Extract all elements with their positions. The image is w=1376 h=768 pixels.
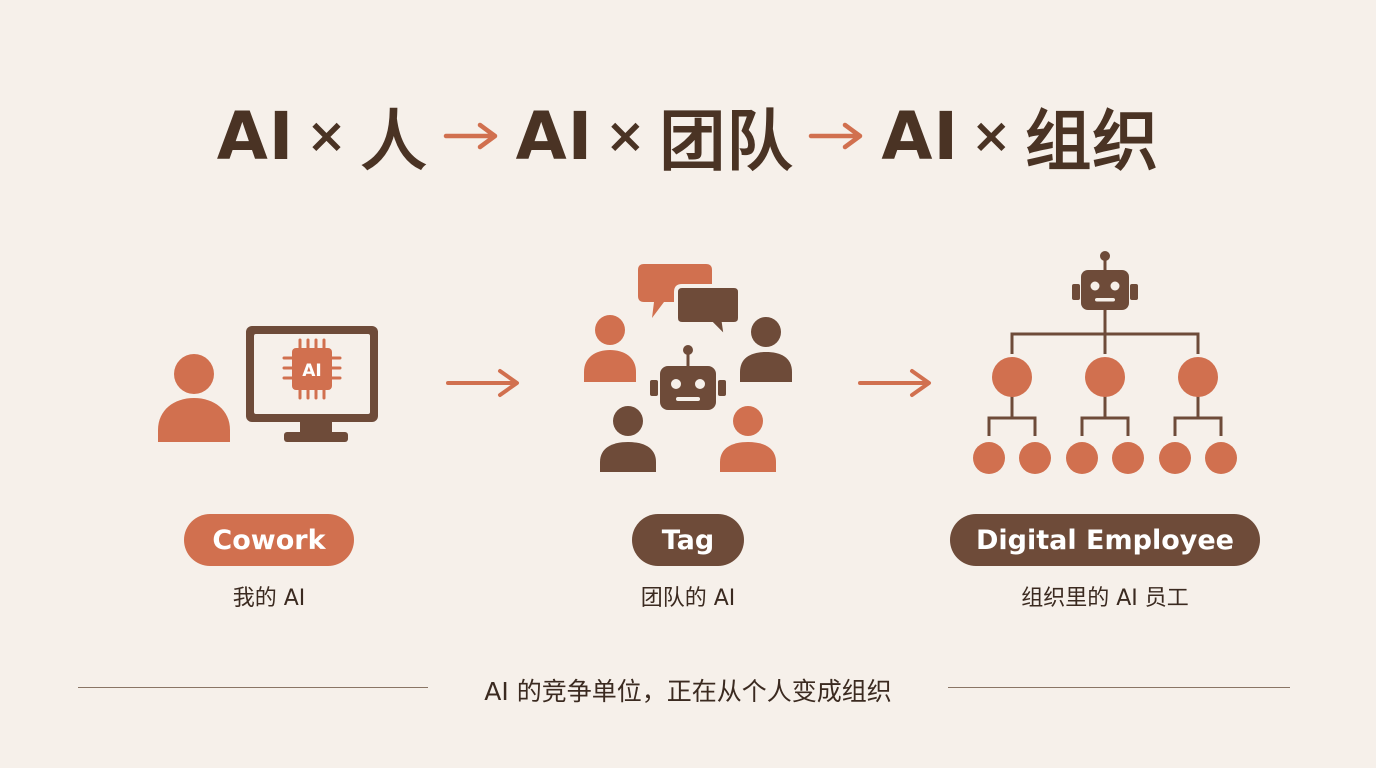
digital-employee-subtitle: 组织里的 AI 员工 bbox=[1021, 586, 1189, 611]
person-icon-top-right bbox=[740, 317, 792, 382]
title-arrow-icon-2 bbox=[809, 122, 863, 150]
digital-employee-pill: Digital Employee bbox=[950, 514, 1260, 566]
person-icon-top-left bbox=[584, 315, 636, 382]
ai-chip-icon: AI bbox=[282, 338, 342, 400]
title-ai-2: AI bbox=[515, 97, 594, 175]
title-team: 团队 bbox=[659, 103, 794, 180]
arrow-right-icon-1 bbox=[446, 369, 519, 397]
times-symbol-2: × bbox=[605, 108, 646, 164]
org-chart-illustration bbox=[973, 251, 1237, 474]
org-chart-icon bbox=[987, 310, 1223, 436]
tag-pill: Tag bbox=[632, 514, 744, 566]
footer-divider-left bbox=[78, 687, 428, 688]
person-icon-bottom-left bbox=[600, 406, 656, 472]
cowork-subtitle: 我的 AI bbox=[232, 586, 306, 611]
person-icon-bottom-right bbox=[720, 406, 776, 472]
chat-bubble-icon bbox=[638, 264, 742, 344]
footer-divider-right bbox=[948, 687, 1290, 688]
tag-subtitle: 团队的 AI bbox=[640, 586, 736, 611]
times-symbol-1: × bbox=[306, 108, 347, 164]
title-person: 人 bbox=[360, 103, 428, 180]
arrow-right-icon-2 bbox=[858, 369, 931, 397]
person-icon bbox=[158, 354, 230, 442]
footer-text: AI 的竞争单位，正在从个人变成组织 bbox=[484, 677, 892, 706]
robot-icon bbox=[650, 345, 726, 410]
robot-icon-top bbox=[1072, 251, 1138, 310]
times-symbol-3: × bbox=[971, 108, 1012, 164]
org-nodes bbox=[973, 357, 1237, 474]
title-arrow-icon-1 bbox=[443, 122, 497, 150]
page-title: AI × 人 AI × 团队 AI × 组织 bbox=[0, 88, 1376, 184]
title-ai-1: AI bbox=[216, 97, 295, 175]
title-ai-3: AI bbox=[881, 97, 960, 175]
ai-chip-label: AI bbox=[302, 361, 321, 381]
cowork-illustration: AI bbox=[158, 326, 378, 442]
title-org: 组织 bbox=[1025, 103, 1160, 180]
team-illustration bbox=[584, 264, 792, 472]
cowork-pill: Cowork bbox=[184, 514, 354, 566]
